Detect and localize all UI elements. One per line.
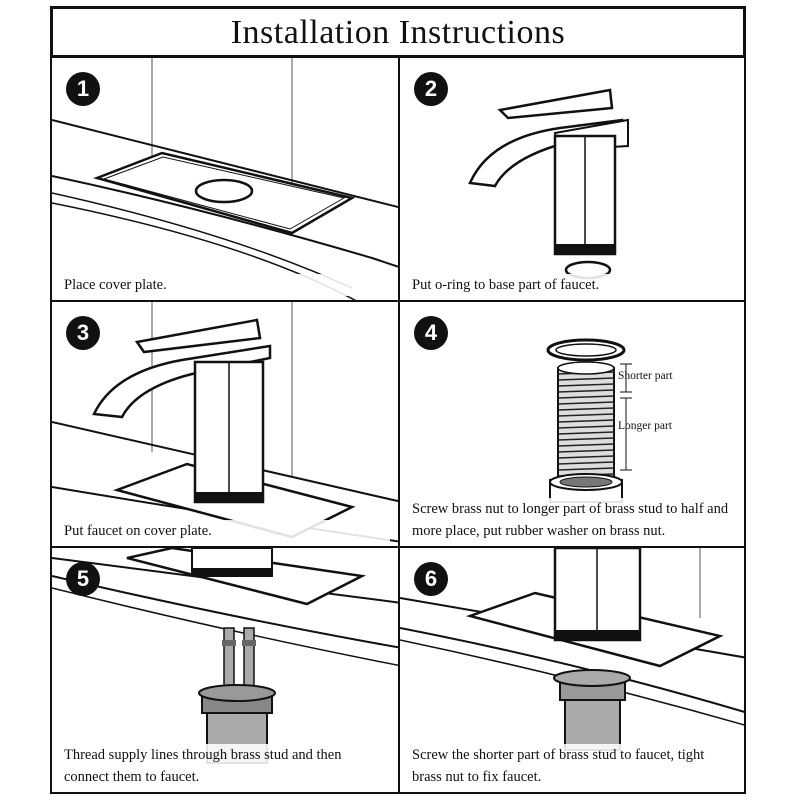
step-2-number-badge: 2 (414, 72, 448, 106)
step-3-panel: 3 Put faucet on cover plate. (50, 300, 400, 548)
step-6-number-badge: 6 (414, 562, 448, 596)
step-4-caption: Screw brass nut to longer part of brass … (410, 498, 736, 542)
step-1-caption: Place cover plate. (62, 274, 390, 296)
step-2-caption: Put o-ring to base part of faucet. (410, 274, 736, 296)
step-5-number-badge: 5 (66, 562, 100, 596)
step-6-caption: Screw the shorter part of brass stud to … (410, 744, 736, 788)
step-4-number-badge: 4 (414, 316, 448, 350)
shorter-part-label: Shorter part (618, 370, 673, 382)
faucet-on-plate-illustration (52, 302, 398, 543)
step-6-panel: 6 Screw the shorter part of brass stud t… (398, 546, 746, 794)
step-4-panel: Shorter part Longer part 4 Screw brass n… (398, 300, 746, 548)
tighten-nut-illustration (400, 548, 744, 751)
step-1-panel: 1 Place cover plate. (50, 56, 400, 302)
step-5-panel: 5 Thread supply lines through brass stud… (50, 546, 400, 794)
step-2-panel: 2 Put o-ring to base part of faucet. (398, 56, 746, 302)
page-title: Installation Instructions (50, 6, 746, 58)
step-1-number-badge: 1 (66, 72, 100, 106)
longer-part-label: Longer part (618, 420, 672, 432)
step-5-caption: Thread supply lines through brass stud a… (62, 744, 390, 788)
step-3-caption: Put faucet on cover plate. (62, 520, 390, 542)
cover-plate-illustration (52, 58, 398, 300)
step-3-number-badge: 3 (66, 316, 100, 350)
faucet-oring-illustration (468, 88, 629, 280)
brass-stud-illustration (546, 338, 632, 503)
